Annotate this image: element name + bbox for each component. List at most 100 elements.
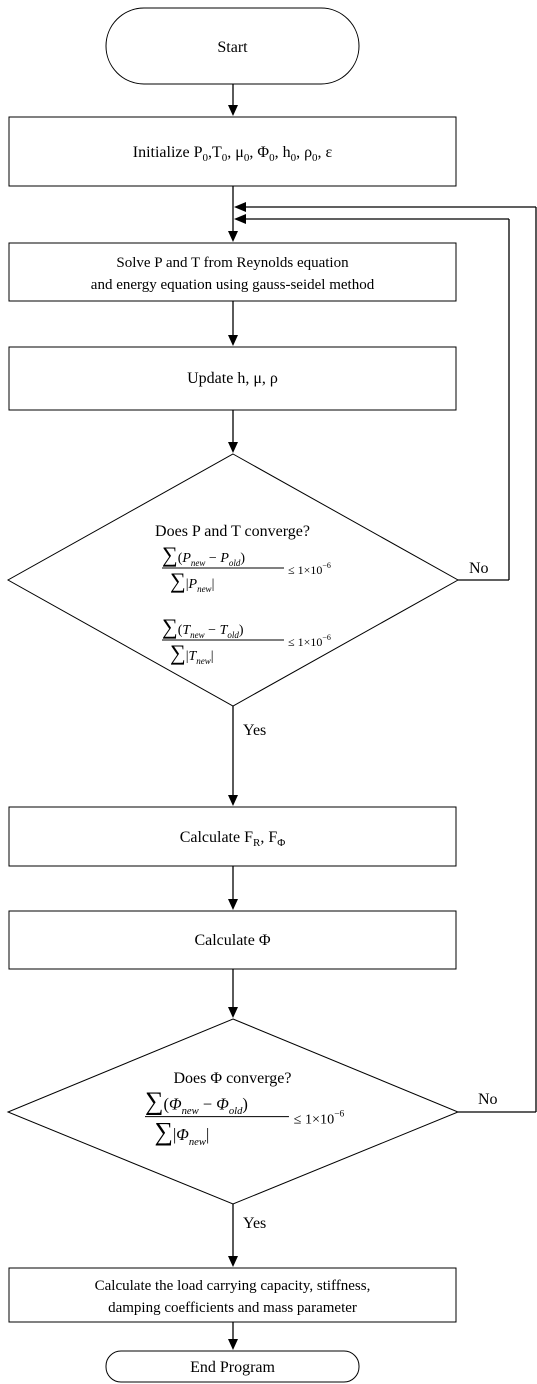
init-var: ε (326, 144, 333, 161)
subscript-new: new (191, 558, 206, 568)
calculate-forces-node: Calculate FR, FΦ (8, 806, 457, 867)
arrowhead (234, 202, 246, 212)
paren: ( (178, 551, 183, 566)
var: T (189, 649, 198, 664)
init-var: h (283, 144, 291, 161)
calcf-mid: , F (260, 829, 277, 846)
bound-exponent: −6 (334, 1110, 344, 1120)
start-label: Start (217, 39, 248, 56)
connectors (228, 84, 537, 1350)
update-label: Update h, μ, ρ (187, 370, 278, 387)
init-var-sub: 0 (312, 152, 318, 164)
end-node: End Program (105, 1350, 360, 1383)
var: P (219, 551, 229, 566)
calcf-sub-phi: Φ (277, 837, 285, 849)
init-var: μ (235, 144, 244, 161)
init-var-sub: 0 (291, 152, 297, 164)
init-prefix: Initialize (133, 144, 194, 161)
formula-numerator: ∑(Tnew − Told) (162, 614, 244, 640)
init-var-sep: , (318, 144, 326, 161)
minus: − (199, 1095, 217, 1114)
var: Φ (176, 1125, 189, 1144)
bound-exponent: −6 (322, 561, 331, 570)
init-var-sub: 0 (203, 152, 209, 164)
start-node: Start (105, 7, 360, 85)
arrowhead (228, 231, 238, 242)
final-label-line2: damping coefficients and mass parameter (108, 1300, 357, 1316)
paren: ) (240, 551, 245, 566)
subscript-new: new (196, 656, 211, 666)
init-var-sep: , (296, 144, 304, 161)
edge-label-yes-2: Yes (243, 1215, 266, 1232)
init-var-sep: , (227, 144, 235, 161)
formula-denominator: ∑|Pnew| (170, 568, 214, 594)
minus: − (205, 551, 220, 566)
init-var-sep: , (275, 144, 283, 161)
init-var: Φ (257, 144, 269, 161)
subscript-old: old (227, 630, 239, 640)
solve-node: Solve P and T from Reynolds equation and… (8, 242, 457, 302)
arrowhead (228, 899, 238, 910)
subscript-new: new (182, 1106, 199, 1117)
end-label: End Program (190, 1359, 275, 1376)
bound-exponent: −6 (322, 633, 331, 642)
var: Φ (216, 1095, 229, 1114)
decision-phi-converge: Does Φ converge? ∑(Φnew − Φold)∑|Φnew|≤ … (6, 1018, 460, 1205)
subscript-old: old (229, 1106, 243, 1117)
arrowhead (228, 335, 238, 346)
paren: ) (239, 623, 244, 638)
init-var-sep: , (249, 144, 257, 161)
decision-pt-converge: Does P and T converge? ∑(Pnew − Pold)∑|P… (6, 453, 460, 707)
arrowhead (228, 795, 238, 806)
formula-denominator: ∑|Φnew| (154, 1117, 209, 1148)
update-node: Update h, μ, ρ (8, 346, 457, 411)
formula-numerator: ∑(Pnew − Pold) (162, 542, 245, 568)
paren: ) (242, 1095, 248, 1114)
formula-bound: ≤ 1×10−6 (288, 561, 331, 577)
sum-symbol: ∑ (154, 1117, 173, 1146)
edge-label-yes-1: Yes (243, 722, 266, 739)
calculate-phi-label: Calculate Φ (194, 932, 270, 949)
abs-bar: | (173, 1125, 176, 1144)
init-var: P (194, 144, 203, 161)
paren: ( (178, 623, 183, 638)
final-label-line1: Calculate the load carrying capacity, st… (95, 1278, 371, 1294)
sum-symbol: ∑ (162, 542, 178, 567)
var: T (220, 623, 229, 638)
abs-bar: | (206, 1125, 209, 1144)
solve-label-line2: and energy equation using gauss-seidel m… (91, 277, 375, 293)
arrowhead (228, 1007, 238, 1018)
arrowhead (228, 442, 238, 453)
init-var: T (212, 144, 222, 161)
sum-symbol: ∑ (145, 1087, 164, 1116)
formula-p: ∑(Pnew − Pold)∑|Pnew|≤ 1×10−6 (162, 542, 331, 594)
formula-denominator: ∑|Tnew| (170, 640, 214, 666)
init-var-sep: , (208, 144, 212, 161)
subscript-old: old (229, 558, 241, 568)
formula-bound: ≤ 1×10−6 (288, 633, 331, 649)
var: P (188, 577, 198, 592)
sum-symbol: ∑ (162, 614, 178, 639)
var: T (182, 623, 191, 638)
final-calculation-node: Calculate the load carrying capacity, st… (8, 1267, 457, 1323)
arrowhead (228, 105, 238, 116)
subscript-new: new (197, 584, 212, 594)
arrowhead (234, 214, 246, 224)
abs-bar: | (186, 649, 189, 664)
calcf-sub-r: R (253, 837, 261, 849)
subscript-new: new (189, 1137, 206, 1148)
bound-text: ≤ 1×10 (294, 1112, 335, 1128)
initialize-label: Initialize P0,T0, μ0, Φ0, h0, ρ0, ε (133, 144, 333, 164)
abs-bar: | (186, 577, 189, 592)
init-var-sub: 0 (269, 152, 275, 164)
bound-text: ≤ 1×10 (288, 563, 322, 577)
arrowhead (228, 1339, 238, 1350)
sum-symbol: ∑ (170, 568, 186, 593)
init-var-sub: 0 (222, 152, 228, 164)
bound-text: ≤ 1×10 (288, 635, 322, 649)
initialize-node: Initialize P0,T0, μ0, Φ0, h0, ρ0, ε (8, 116, 457, 187)
solve-label-line1: Solve P and T from Reynolds equation (116, 255, 349, 271)
var: P (181, 551, 191, 566)
decision1-title: Does P and T converge? (155, 523, 310, 540)
var: Φ (169, 1095, 182, 1114)
